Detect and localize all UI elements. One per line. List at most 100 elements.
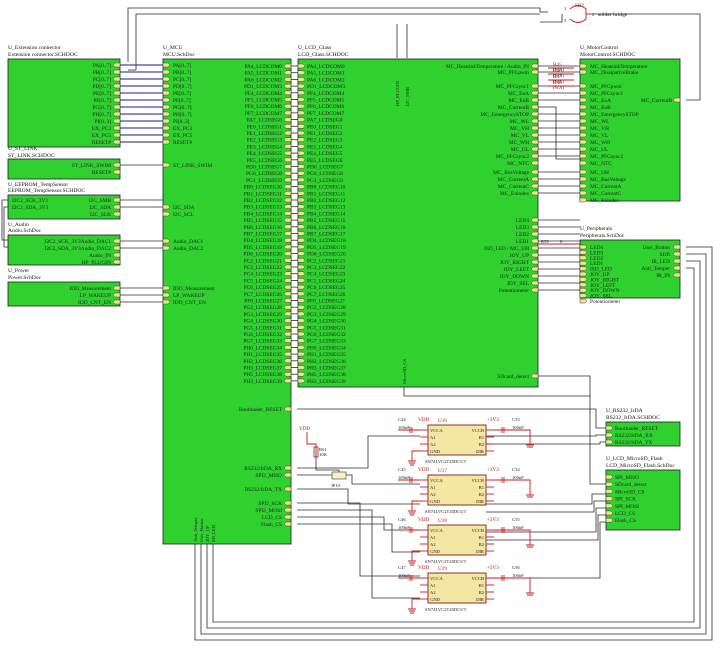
port-marker — [283, 63, 292, 69]
chip-pin: VCCA — [430, 428, 443, 433]
port-marker — [579, 190, 588, 196]
port-marker — [530, 231, 539, 237]
port-label: PH5_LCDSEG38 — [243, 372, 282, 378]
sheet-ports-bottom: MicroSD_CS — [402, 359, 407, 384]
port-marker — [297, 318, 306, 323]
port-marker — [112, 162, 121, 168]
level-shifter-chip: U16VCCAA1A2GNDVCCBB1B2DIRSN74LVC2T45DCUT… — [398, 417, 534, 466]
port-marker — [579, 250, 588, 255]
port-marker — [579, 169, 588, 175]
sheet-rs232-irda[interactable]: U_RS232_IrDA RS232_IrDA.SCHDOC Bootloade… — [605, 408, 681, 447]
port-label: PH3_LCDSEG39 — [243, 379, 282, 385]
port-label: SPI_MOSI — [615, 504, 639, 510]
port-marker — [579, 97, 588, 103]
port-marker — [297, 298, 306, 303]
port-label: PH0_LCDSEG34 — [243, 345, 282, 351]
port-marker — [283, 70, 292, 75]
port-label: PG7_LCDSEG33 — [307, 339, 346, 345]
port-label: PE[0..7] — [93, 91, 111, 97]
sheet-motor-control[interactable]: U_MotorControl MotorControl.SCHDOC MC_He… — [579, 45, 681, 204]
port-marker — [162, 299, 171, 305]
chip-pin: A1 — [430, 583, 436, 588]
port-label: PB3_LCDSEG13 — [307, 205, 346, 211]
cap-ref: C46 — [398, 517, 406, 522]
port-label: PH1_LCDSEG35 — [307, 352, 346, 358]
port-marker — [283, 406, 292, 412]
port-label: PB0_LCDSEG10 — [244, 185, 283, 191]
port-label: PB1_LCDSEG11 — [244, 191, 282, 197]
port-label: I2C_SCL — [173, 212, 194, 218]
port-marker — [112, 211, 121, 217]
sheet-extension-connector[interactable]: U_Extension connector Extension connecto… — [7, 45, 121, 148]
port-label: MC_WL — [590, 119, 609, 125]
port-marker — [112, 197, 121, 203]
port-label: PD1_LCDCOM3 — [307, 84, 345, 90]
port-label: PC[0..7] — [93, 77, 111, 83]
sheet-symbol — [162, 58, 292, 545]
port-label: RS232/IrDA_TX — [615, 440, 653, 446]
port-label: MC_Enindex — [500, 191, 529, 197]
sb2-pin: 2 — [592, 12, 595, 17]
port-marker — [579, 146, 588, 152]
port-marker — [579, 287, 588, 293]
port-marker — [112, 238, 121, 244]
sheet-peripherals[interactable]: U_Peripherals Peripherals.SchDoc LED4LED… — [579, 226, 681, 305]
port-label: MC_NTC — [590, 161, 612, 167]
port-label: RS232/IrDA_RX — [244, 466, 282, 472]
port-label: PF[0..7] — [173, 98, 191, 104]
port-label: PF[0..7] — [93, 98, 111, 104]
port-label: ISD_LED / MC_UH — [484, 246, 529, 252]
sheet-lcd-microsd-flash[interactable]: U_LCD_MicroSD_Flash LCD_MicroSD_Flash.Sc… — [605, 456, 681, 531]
port-label: MC_CurrentA — [498, 177, 530, 183]
port-label: I2C_SMB — [405, 87, 410, 106]
port-marker — [530, 83, 539, 89]
port-label: LED2 — [590, 256, 603, 262]
port-marker — [605, 432, 614, 438]
port-marker — [297, 345, 306, 350]
port-marker — [162, 118, 171, 124]
sheet-mcu[interactable]: U_MCU MCU.SchDoc PA[0..7]PB[0..7]PC[0..7… — [162, 45, 292, 545]
port-marker — [112, 69, 121, 75]
port-marker — [283, 465, 292, 471]
level-shifters: U16VCCAA1A2GNDVCCBB1B2DIRSN74LVC2T45DCUT… — [398, 417, 534, 614]
sheet-designator: U_ST_LINK — [8, 146, 38, 152]
port-label: PG7_LCDSEG33 — [243, 339, 282, 345]
port-label: SD_LED — [211, 524, 216, 542]
pullup-r61: VDD R61 10K JP10 — [299, 426, 347, 488]
sheet-symbol — [7, 281, 121, 307]
port-label: IDD_Measurement — [173, 286, 215, 292]
port-label: ST_LINK_SWIM — [173, 163, 212, 169]
port-label: PB4_LCDSEG14 — [244, 211, 283, 217]
port-marker — [579, 255, 588, 261]
port-marker — [530, 118, 539, 124]
port-label: PE0_LCDSEG1 — [307, 124, 343, 130]
chip-part: SN74LVC2T45DCUT — [425, 607, 467, 612]
sheet-power[interactable]: U_Power Power.SchDoc IDD_MeasurementLP_W… — [7, 268, 121, 307]
port-label: LED2 — [516, 232, 529, 238]
port-marker — [162, 90, 171, 96]
port-marker — [297, 204, 306, 209]
sheet-filename: Extension connector.SCHDOC — [8, 52, 78, 58]
port-label: PG0_LCDSEG8 — [307, 171, 343, 177]
sheet-audio[interactable]: U_Audio Audio.SchDoc I2C2_SCK_3V3Audio_D… — [7, 222, 121, 266]
port-label: PH[0..7] — [92, 112, 111, 118]
port-label: PG1_LCDSEG9 — [246, 178, 282, 184]
port-label: PE2_LCDSEG3 — [247, 138, 283, 144]
sheet-designator: U_Peripherals — [580, 226, 612, 232]
port-marker — [283, 500, 292, 506]
sheet-symbol — [297, 58, 539, 388]
chip-pin: A1 — [430, 535, 436, 540]
port-marker — [605, 425, 614, 431]
sheet-lcd-glass[interactable]: U_LCD_Glass LCD_Glass.SCHDOC PA4_LCDCOM0… — [297, 45, 539, 388]
port-label: IR_IN — [656, 273, 670, 279]
port-marker — [283, 365, 292, 370]
port-label: JOY_UP — [205, 525, 210, 542]
port-label: RS232/IrDA_TX — [245, 487, 283, 493]
port-label: LED4 — [516, 218, 529, 224]
port-marker — [283, 378, 292, 384]
chip-pin: B2 — [479, 542, 485, 547]
chip-pin: GND — [430, 449, 441, 454]
port-label: PB0_LCDSEG10 — [307, 185, 346, 191]
sheet-st-link[interactable]: U_ST_LINK ST_LINK.SCHDOC ST_LINK_SWIMRES… — [7, 146, 121, 180]
r-label: R47 — [553, 74, 562, 80]
